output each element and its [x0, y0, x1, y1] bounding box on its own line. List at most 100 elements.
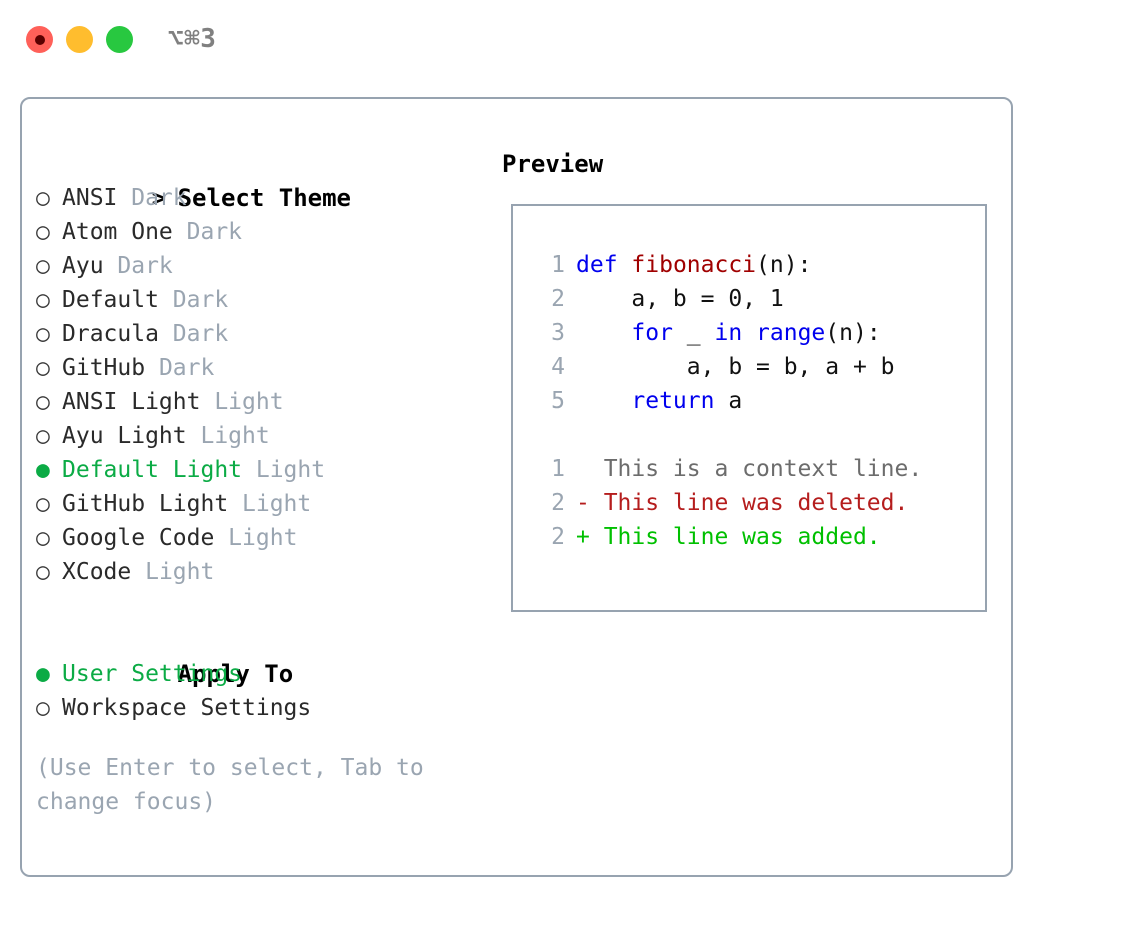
code-line-number: 3 [551, 320, 565, 346]
record-dot-icon [34, 34, 45, 45]
theme-option-1[interactable]: ○ Atom One Dark [36, 215, 476, 249]
code-line-2: 3 for _ in range(n): [539, 316, 969, 350]
theme-option-label: Ayu Light [62, 423, 187, 449]
theme-option-badge: Dark [103, 253, 173, 279]
theme-option-label: XCode [62, 559, 132, 585]
code-line-number: 2 [551, 286, 565, 312]
theme-option-badge: Dark [158, 287, 229, 313]
selection-caret-icon: > [151, 184, 181, 212]
diff-line-0: 1 This is a context line. [539, 452, 969, 486]
diff-line-add: + This line was added. [576, 524, 881, 550]
code-token-pl [576, 388, 631, 414]
code-token-pl: _ [672, 320, 715, 346]
main-panel: > Select Theme ○ ANSI Dark○ Atom One Dar… [20, 97, 1013, 877]
theme-option-label: GitHub [62, 355, 146, 381]
apply-to-heading: Apply To [36, 623, 476, 688]
theme-option-6[interactable]: ○ ANSI Light Light [36, 385, 476, 419]
code-token-pl: (n): [825, 320, 881, 346]
diff-line-2: 2 + This line was added. [539, 520, 969, 554]
radio-selected-icon: ● [36, 457, 64, 483]
theme-option-10[interactable]: ○ Google Code Light [36, 521, 476, 555]
preview-column: Preview [502, 147, 1002, 181]
theme-option-5[interactable]: ○ GitHub Dark [36, 351, 476, 385]
theme-list: ○ ANSI Dark○ Atom One Dark○ Ayu Dark○ De… [36, 181, 476, 589]
theme-option-11[interactable]: ○ XCode Light [36, 555, 476, 589]
diff-line-number: 1 [551, 456, 565, 482]
diff-line-1: 2 - This line was deleted. [539, 486, 969, 520]
close-window-button[interactable] [26, 26, 53, 53]
apply-to-list: ● User Settings○ Workspace Settings [36, 657, 476, 725]
theme-option-label: Default [62, 287, 159, 313]
theme-option-badge: Dark [158, 321, 229, 347]
minimize-window-button[interactable] [66, 26, 93, 53]
diff-line-number: 2 [551, 524, 565, 550]
theme-option-badge: Light [131, 559, 215, 585]
code-token-kw: for [631, 320, 673, 346]
theme-option-8[interactable]: ● Default Light Light [36, 453, 476, 487]
radio-unselected-icon: ○ [36, 321, 64, 347]
radio-unselected-icon: ○ [36, 253, 64, 279]
code-token-kw: range [756, 320, 826, 346]
theme-option-4[interactable]: ○ Dracula Dark [36, 317, 476, 351]
keyboard-hint: (Use Enter to select, Tab to change focu… [36, 755, 438, 815]
code-line-1: 2 a, b = 0, 1 [539, 282, 969, 316]
code-line-3: 4 a, b = b, a + b [539, 350, 969, 384]
radio-unselected-icon: ○ [36, 287, 64, 313]
code-token-pl: a, b = 0, 1 [576, 286, 784, 312]
radio-unselected-icon: ○ [36, 219, 64, 245]
preview-title: Preview [502, 150, 604, 178]
theme-option-badge: Light [186, 423, 270, 449]
theme-picker-column: > Select Theme ○ ANSI Dark○ Atom One Dar… [36, 147, 476, 819]
apply-to-heading-label: Apply To [177, 660, 294, 688]
radio-selected-icon: ● [36, 661, 64, 687]
diff-line-del: - This line was deleted. [576, 490, 909, 516]
list-spacer [36, 589, 476, 623]
select-theme-heading-label: Select Theme [177, 184, 351, 212]
maximize-window-button[interactable] [106, 26, 133, 53]
code-diff-gap [539, 418, 969, 452]
theme-option-3[interactable]: ○ Default Dark [36, 283, 476, 317]
radio-unselected-icon: ○ [36, 491, 64, 517]
theme-option-9[interactable]: ○ GitHub Light Light [36, 487, 476, 521]
radio-unselected-icon: ○ [36, 423, 64, 449]
theme-option-badge: Light [200, 389, 284, 415]
theme-option-label: ANSI [62, 185, 118, 211]
diff-lines: 1 This is a context line. 2 - This line wa… [539, 452, 969, 554]
radio-unselected-icon: ○ [36, 559, 64, 585]
code-token-pl: (n): [756, 252, 812, 278]
theme-option-badge: Dark [145, 355, 215, 381]
theme-option-label: GitHub Light [62, 491, 229, 517]
apply-to-option-label: User Settings [62, 661, 243, 687]
code-line-number: 4 [551, 354, 565, 380]
theme-option-badge: Light [242, 457, 326, 483]
code-token-pl: a [714, 388, 743, 414]
code-token-fn: fibonacci [631, 252, 757, 278]
theme-option-7[interactable]: ○ Ayu Light Light [36, 419, 476, 453]
code-line-4: 5 return a [539, 384, 969, 418]
code-token-pl [618, 252, 632, 278]
radio-unselected-icon: ○ [36, 389, 64, 415]
radio-unselected-icon: ○ [36, 355, 64, 381]
theme-option-2[interactable]: ○ Ayu Dark [36, 249, 476, 283]
diff-line-ctx: This is a context line. [576, 456, 923, 482]
theme-option-label: Default Light [62, 457, 243, 483]
theme-option-badge: Dark [117, 185, 187, 211]
select-theme-heading: > Select Theme [36, 147, 476, 212]
window-title: ⌥⌘3 [168, 24, 217, 54]
apply-to-option-0[interactable]: ● User Settings [36, 657, 476, 691]
diff-line-number: 2 [551, 490, 565, 516]
code-token-pl: a, b = b, a + b [576, 354, 895, 380]
apply-to-option-1[interactable]: ○ Workspace Settings [36, 691, 476, 725]
radio-unselected-icon: ○ [36, 695, 64, 721]
code-token-kw: return [631, 388, 715, 414]
theme-option-badge: Light [214, 525, 298, 551]
theme-option-label: Google Code [62, 525, 215, 551]
theme-option-0[interactable]: ○ ANSI Dark [36, 181, 476, 215]
title-bar: ⌥⌘3 [0, 0, 1140, 78]
apply-to-option-label: Workspace Settings [62, 695, 312, 721]
theme-option-label: Ayu [62, 253, 104, 279]
